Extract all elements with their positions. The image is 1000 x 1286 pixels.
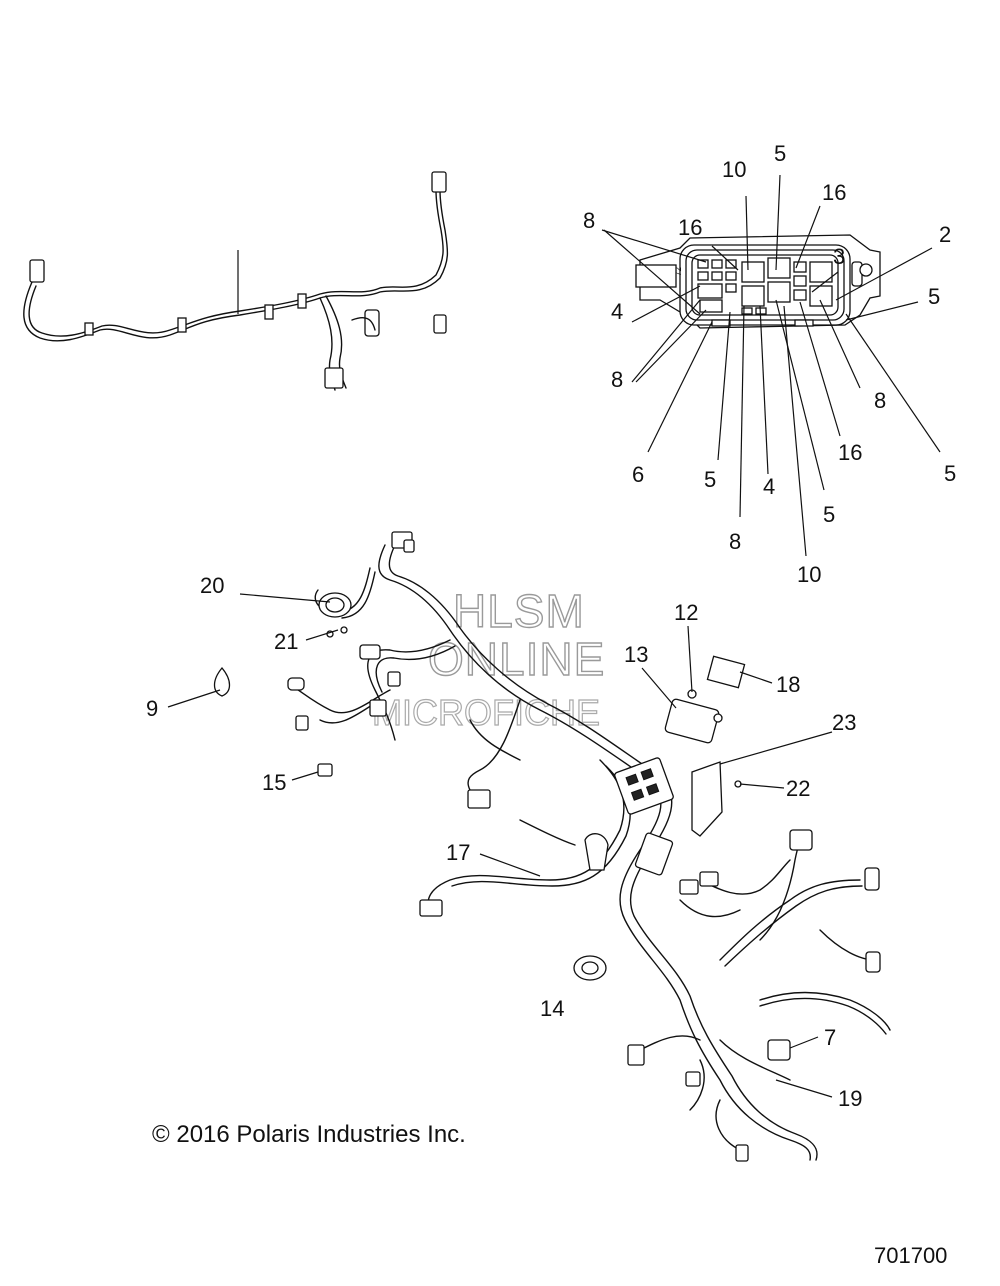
callout-c29: 17 <box>446 840 470 865</box>
watermark: HLSM ONLINE MICROFICHE <box>371 584 605 733</box>
callout-c4: 16 <box>822 180 846 205</box>
callout-c7: 3 <box>833 244 845 269</box>
callout-c9: 4 <box>611 299 623 324</box>
main-leaders <box>167 593 833 1098</box>
callout-c11: 8 <box>874 388 886 413</box>
callout-c5: 16 <box>678 215 702 240</box>
callout-c17: 5 <box>823 502 835 527</box>
callout-c32: 19 <box>838 1086 862 1111</box>
callout-c31: 7 <box>824 1025 836 1050</box>
callout-c12: 6 <box>632 462 644 487</box>
watermark-line-2: ONLINE <box>428 633 605 685</box>
callout-c27: 23 <box>832 710 856 735</box>
callout-c8: 5 <box>928 284 940 309</box>
main-harness <box>287 531 891 1162</box>
small-parts <box>213 626 746 981</box>
part-23-bracket <box>691 761 723 837</box>
callout-c6: 2 <box>939 222 951 247</box>
copyright-text: © 2016 Polaris Industries Inc. <box>152 1121 466 1148</box>
callout-c3: 5 <box>774 141 786 166</box>
rear-harness-extension <box>23 171 449 391</box>
rear-connector-left <box>29 259 45 283</box>
callout-c25: 13 <box>624 642 648 667</box>
callout-c2: 10 <box>722 157 746 182</box>
callout-c19: 10 <box>797 562 821 587</box>
fuse-box-marking: 72 <box>674 267 683 276</box>
part-15-clip <box>317 763 333 777</box>
callout-c22: 9 <box>146 696 158 721</box>
callout-c15: 16 <box>838 440 862 465</box>
callout-c20: 20 <box>200 573 224 598</box>
callout-c14: 4 <box>763 474 775 499</box>
watermark-line-3: MICROFICHE <box>372 692 600 733</box>
part-18-label <box>706 655 746 689</box>
callout-c16: 5 <box>944 461 956 486</box>
callout-c24: 12 <box>674 600 698 625</box>
callout-c21: 21 <box>274 629 298 654</box>
watermark-line-1: HLSM <box>453 585 585 637</box>
callout-c28: 22 <box>786 776 810 801</box>
callout-c13: 5 <box>704 467 716 492</box>
figure-number: 701700 <box>874 1243 947 1268</box>
callout-c23: 15 <box>262 770 286 795</box>
callout-labels: 8 10 5 16 16 2 3 5 4 8 8 6 5 4 16 5 5 8 … <box>146 141 956 1111</box>
callout-c26: 18 <box>776 672 800 697</box>
callout-c1: 8 <box>583 208 595 233</box>
part-9-grommet <box>213 666 231 697</box>
callout-c10: 8 <box>611 367 623 392</box>
callout-c18: 8 <box>729 529 741 554</box>
fuse-relay-box: 72 <box>601 174 941 557</box>
callout-c30: 14 <box>540 996 564 1021</box>
rear-connector-right <box>431 171 447 193</box>
part-13-module <box>664 698 720 744</box>
